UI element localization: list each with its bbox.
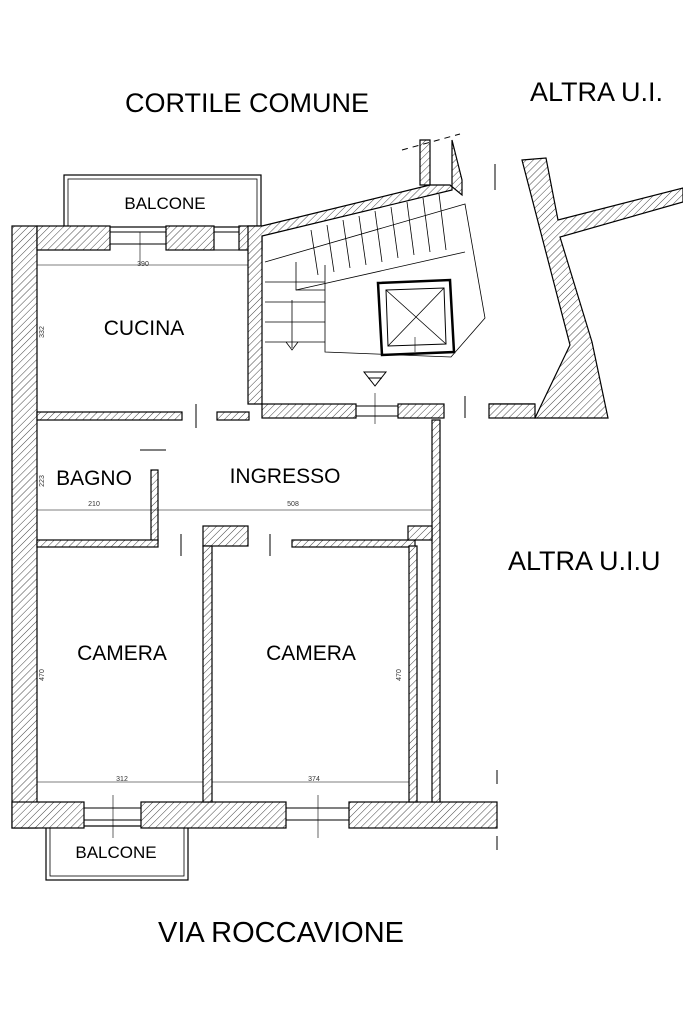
dim-bagno-width: 210: [88, 501, 100, 508]
room-label-ingresso: INGRESSO: [230, 465, 341, 488]
balcony-top-label: BALCONE: [124, 194, 205, 213]
elevator-icon: [376, 278, 456, 357]
room-label-camera-right: CAMERA: [266, 642, 356, 665]
dimension-lines: [36, 232, 432, 838]
landing-wall: [261, 403, 445, 419]
balcony-bottom-label: BALCONE: [75, 843, 156, 862]
door-marks: [140, 133, 498, 850]
dim-bagno-height: 223: [39, 475, 46, 487]
street-label: VIA ROCCAVIONE: [158, 917, 404, 949]
balcony-top: [63, 174, 262, 228]
room-label-bagno: BAGNO: [56, 467, 132, 490]
interior-walls: [36, 411, 433, 803]
dim-camera-right-height: 470: [396, 669, 403, 681]
courtyard-label: CORTILE COMUNE: [125, 88, 369, 118]
neighbour-wall-stub: [488, 403, 536, 419]
exterior-walls: [11, 139, 498, 829]
dim-camera-left-height: 470: [39, 669, 46, 681]
dim-cucina-height: 332: [39, 326, 46, 338]
room-label-cucina: CUCINA: [104, 317, 185, 340]
room-label-camera-left: CAMERA: [77, 642, 167, 665]
dim-cucina-width: 390: [137, 261, 149, 268]
dim-ingresso-width: 508: [287, 501, 299, 508]
other-unit-right-label: ALTRA U.I.U: [508, 546, 661, 576]
other-unit-top-label: ALTRA U.I.: [530, 77, 663, 107]
neighbour-wall: [521, 157, 683, 419]
entrance-arrow-icon: [362, 371, 388, 387]
dim-camera-left-width: 312: [116, 776, 128, 783]
dim-camera-right-width: 374: [308, 776, 320, 783]
windows: [83, 231, 399, 821]
staircase: [264, 193, 486, 358]
balcony-bottom: [45, 825, 189, 881]
